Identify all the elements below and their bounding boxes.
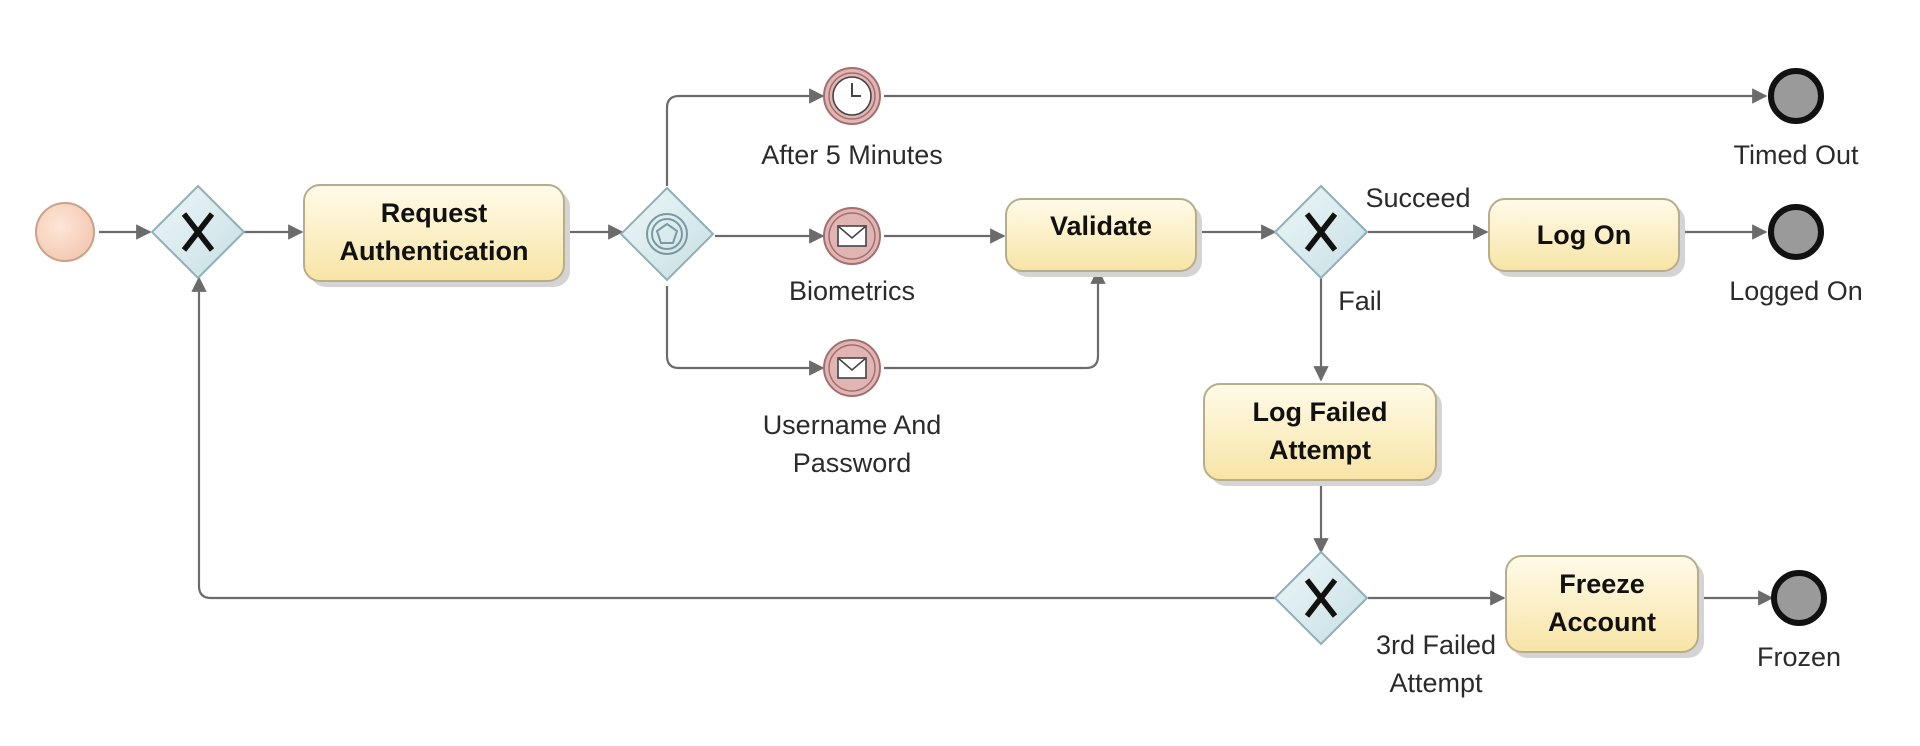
task-label-line-2: Attempt (1269, 435, 1371, 465)
flow-label-fail: Fail (1338, 286, 1382, 316)
task-label-line-1: Request (381, 198, 488, 228)
x-icon (1304, 578, 1338, 618)
exclusive-gateway-retry[interactable] (150, 184, 246, 280)
x-icon (181, 212, 215, 252)
flow-to-username-password (665, 286, 825, 376)
task-label-line-2: Authentication (340, 236, 529, 266)
flow-label-third-failed-line-1: 3rd Failed (1376, 630, 1496, 660)
task-label-line-1: Freeze (1559, 569, 1645, 599)
event-label-logged-on: Logged On (1729, 276, 1863, 306)
sequence-flows (99, 88, 1774, 606)
flow-to-timer (665, 88, 825, 186)
envelope-icon (837, 357, 867, 379)
task-label-line-2: Account (1548, 607, 1656, 637)
exclusive-gateway-attempt-count[interactable] (1273, 550, 1369, 646)
event-based-gateway[interactable] (619, 186, 715, 282)
exclusive-gateway-validation[interactable] (1273, 184, 1369, 280)
event-label-frozen: Frozen (1757, 642, 1841, 672)
x-icon (1304, 212, 1338, 252)
event-label-biometrics: Biometrics (789, 276, 915, 306)
flow-username-to-validate (884, 268, 1106, 370)
end-event-frozen[interactable] (1771, 570, 1827, 626)
event-label-timer: After 5 Minutes (761, 140, 943, 170)
flow-label-succeed: Succeed (1365, 183, 1470, 213)
message-event-biometrics[interactable] (823, 207, 881, 265)
timer-event[interactable] (823, 67, 881, 125)
envelope-icon (837, 225, 867, 247)
task-log-on[interactable]: Log On (1488, 198, 1685, 277)
task-validate[interactable]: Validate (1005, 198, 1202, 277)
flow-label-third-failed-line-2: Attempt (1389, 668, 1483, 698)
start-event[interactable] (35, 202, 95, 262)
task-log-failed-attempt[interactable]: Log Failed Attempt (1203, 383, 1442, 486)
event-label-username-line-2: Password (793, 448, 912, 478)
flow-retry-loop (191, 276, 1275, 600)
event-label-username-line-1: Username And (763, 410, 942, 440)
task-request-authentication[interactable]: Request Authentication (303, 184, 570, 287)
task-label: Log On (1537, 220, 1631, 250)
task-label-line-1: Log Failed (1253, 397, 1388, 427)
event-label-timed-out: Timed Out (1733, 140, 1859, 170)
pentagon-icon (655, 222, 679, 244)
task-label: Validate (1050, 211, 1152, 241)
end-event-logged-on[interactable] (1768, 204, 1824, 260)
message-event-username-password[interactable] (823, 339, 881, 397)
task-freeze-account[interactable]: Freeze Account (1505, 555, 1704, 658)
end-event-timed-out[interactable] (1768, 68, 1824, 124)
